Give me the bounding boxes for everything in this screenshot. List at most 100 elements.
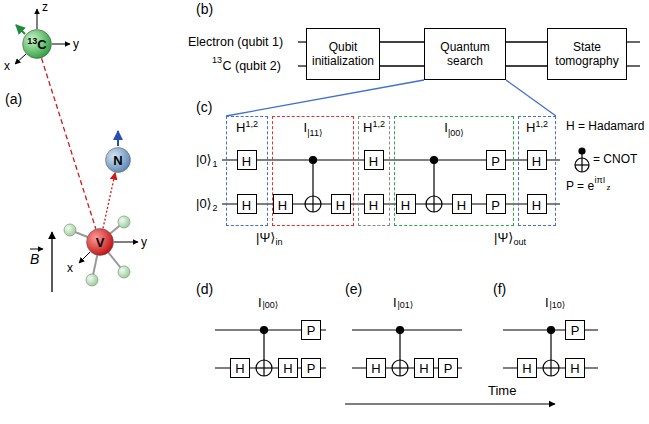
exponent-index: z	[607, 184, 611, 192]
carbon-axes	[15, 9, 70, 64]
node-text: 1,2	[535, 119, 548, 129]
gate-box: H	[517, 358, 537, 378]
node-text: I	[304, 120, 308, 135]
node-text: P	[491, 198, 500, 213]
text-holder: P	[491, 199, 500, 212]
operator-label: I	[393, 296, 397, 309]
text-holder: H	[570, 362, 579, 375]
gate-group: I|11⟩ H H	[272, 116, 354, 226]
text-holder: H	[242, 199, 251, 212]
text-holder: H	[371, 362, 380, 375]
axis-label: y	[73, 38, 79, 50]
panel-label: (f)	[493, 282, 506, 296]
node-text: H	[457, 198, 466, 213]
operator-label: I	[545, 296, 549, 309]
text-holder: Quantum search	[427, 40, 503, 69]
state-index: 1	[213, 160, 218, 169]
node-text: 13	[27, 36, 37, 46]
node-text: H	[532, 198, 541, 213]
axis-label: x	[67, 262, 73, 274]
gate-box: P	[438, 358, 458, 378]
operator-index: |10⟩	[550, 301, 566, 310]
connector	[226, 80, 424, 116]
time-arrow	[345, 403, 555, 404]
node-text: N	[113, 153, 122, 168]
gate-box: P	[486, 194, 506, 214]
vacancy-atom: V	[86, 228, 114, 256]
process-box: Quantum search	[424, 28, 506, 80]
nitrogen-atom: N	[105, 147, 131, 173]
node-text: H	[371, 361, 380, 376]
node-text: |11⟩	[307, 128, 322, 138]
node-text: H	[235, 361, 244, 376]
text-holder: I|11⟩	[304, 120, 323, 135]
node-text: Qubit initialization	[312, 40, 374, 68]
node-text: P	[307, 323, 316, 338]
text-holder: H	[283, 362, 292, 375]
panel-label: (e)	[345, 282, 362, 296]
state-label: |Ψ⟩	[494, 231, 513, 244]
carbon-neighbours	[64, 216, 130, 286]
legend-text: H = Hadamard	[566, 120, 644, 132]
gate-box: H	[331, 194, 351, 214]
text-holder: H	[419, 362, 428, 375]
qubit-label: C (qubit 2)	[223, 60, 281, 73]
text-holder: P	[571, 324, 580, 337]
node-text: P	[491, 154, 500, 169]
axis-title: Time	[488, 384, 516, 397]
node-text: H	[570, 361, 579, 376]
gate-box: H	[396, 194, 416, 214]
axis-label: z	[42, 1, 48, 13]
state-label: |Ψ⟩	[256, 231, 275, 244]
text-holder: State tomography	[550, 40, 624, 69]
connector	[506, 80, 556, 116]
node-text: H	[522, 361, 531, 376]
node-text: P	[571, 323, 580, 338]
text-holder: H	[235, 362, 244, 375]
qubit-label: Electron (qubit 1)	[188, 36, 283, 49]
node-text: H	[278, 198, 287, 213]
text-holder: H1,2	[236, 120, 258, 135]
gate-box: H	[273, 194, 293, 214]
text-holder: H	[242, 155, 251, 168]
panel-label: (b)	[196, 2, 213, 16]
gate-box: H	[364, 194, 384, 214]
field-label: B	[30, 252, 39, 266]
gate-box: H	[364, 150, 384, 170]
gate-box: P	[486, 150, 506, 170]
connector	[506, 65, 547, 66]
text-holder: Qubit initialization	[309, 40, 377, 69]
gate-box: P	[301, 320, 321, 340]
text-holder: H	[336, 199, 345, 212]
state-label: |0⟩	[196, 153, 212, 166]
node-text: State tomography	[555, 40, 618, 68]
panel-label: (c)	[196, 100, 212, 114]
operator-index: |01⟩	[398, 301, 414, 310]
text-holder: H1,2	[526, 120, 548, 135]
isotope-number: 13	[212, 56, 222, 65]
atom-sphere	[22, 29, 52, 59]
text-holder: I|00⟩	[444, 120, 464, 135]
exponent: iπI	[595, 176, 606, 185]
text-holder: H	[532, 199, 541, 212]
text-holder: V	[96, 235, 105, 250]
node-text: Quantum search	[440, 40, 489, 68]
node-text: H	[532, 154, 541, 169]
text-holder: H1,2	[363, 120, 385, 135]
connector	[380, 41, 424, 42]
node-text: H	[242, 198, 251, 213]
text-holder: 13C	[27, 37, 46, 52]
node-text: C	[37, 37, 46, 52]
text-holder: H	[457, 199, 466, 212]
text-holder: H	[369, 155, 378, 168]
panel-label: (d)	[196, 282, 213, 296]
node-text: 1,2	[245, 119, 258, 129]
node-text: P	[444, 361, 453, 376]
lattice-bonds	[70, 222, 124, 280]
text-holder: H	[532, 155, 541, 168]
text-holder: H	[278, 199, 287, 212]
field-arrow	[51, 232, 52, 292]
carbon-atom: 13C	[22, 29, 52, 59]
node-text: H	[283, 361, 292, 376]
